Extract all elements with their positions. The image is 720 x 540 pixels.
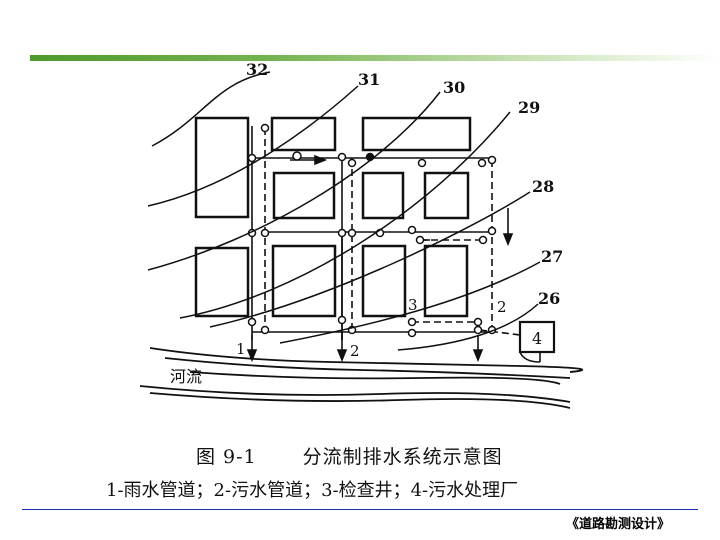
pipe-label-3: 3 bbox=[408, 296, 418, 314]
figure-caption: 图 9-1 分流制排水系统示意图 bbox=[196, 442, 503, 469]
well-marker bbox=[337, 315, 347, 325]
callout-29: 29 bbox=[518, 98, 540, 117]
block-r3c1 bbox=[194, 246, 250, 318]
pipe-label-2-right: 2 bbox=[497, 298, 507, 316]
block-r2c3 bbox=[361, 171, 405, 220]
well-marker bbox=[415, 235, 425, 245]
block-r2c2 bbox=[272, 171, 336, 220]
block-r3c4 bbox=[423, 244, 469, 318]
block-r3c3 bbox=[361, 244, 407, 318]
well-marker bbox=[487, 155, 497, 165]
callout-26: 26 bbox=[538, 289, 560, 308]
callout-27: 27 bbox=[541, 247, 563, 266]
block-r1c2 bbox=[270, 116, 337, 152]
plant-label: 4 bbox=[532, 329, 542, 348]
figure-legend: 1-雨水管道；2-污水管道；3-检查井；4-污水处理厂 bbox=[106, 480, 519, 501]
callout-leaders bbox=[147, 71, 541, 351]
block-r2c4 bbox=[423, 171, 470, 220]
callout-30: 30 bbox=[443, 78, 465, 97]
well-marker bbox=[247, 153, 257, 163]
pipe-number-labels: 1 2 3 2 bbox=[236, 296, 507, 360]
well-marker bbox=[407, 317, 417, 327]
callout-31: 31 bbox=[358, 70, 380, 89]
river-label: 河流 bbox=[170, 367, 202, 386]
well-marker bbox=[292, 151, 302, 161]
callout-numbers: 32 31 30 29 28 27 26 bbox=[246, 60, 563, 308]
pipe-label-2-left: 2 bbox=[350, 342, 360, 360]
well-marker bbox=[477, 158, 487, 168]
callout-32: 32 bbox=[246, 60, 268, 79]
treatment-plant-box bbox=[518, 320, 556, 354]
well-marker bbox=[407, 328, 417, 338]
callout-28: 28 bbox=[532, 177, 554, 196]
figure-title: 分流制排水系统示意图 bbox=[302, 446, 503, 468]
well-marker bbox=[260, 228, 270, 238]
well-marker bbox=[337, 228, 347, 238]
block-r1c1 bbox=[194, 116, 250, 219]
well-marker bbox=[473, 317, 483, 327]
flow-arrows bbox=[246, 154, 514, 363]
well-marker bbox=[473, 325, 483, 335]
block-r3c2 bbox=[271, 244, 337, 318]
figure-number: 图 9-1 bbox=[196, 446, 257, 468]
block-r1c3 bbox=[361, 116, 472, 152]
footer-book-title: 《道路勘测设计》 bbox=[565, 517, 670, 532]
well-marker bbox=[260, 123, 270, 133]
well-marker bbox=[347, 158, 357, 168]
building-blocks bbox=[194, 116, 472, 318]
river-banks bbox=[139, 347, 584, 409]
well-marker bbox=[407, 225, 417, 235]
well-marker bbox=[260, 325, 270, 335]
pipe-label-1: 1 bbox=[236, 340, 246, 358]
footer-rule bbox=[22, 509, 698, 510]
well-marker bbox=[487, 226, 497, 236]
well-marker bbox=[478, 235, 488, 245]
well-marker bbox=[247, 317, 257, 327]
well-marker bbox=[347, 228, 357, 238]
well-marker bbox=[417, 158, 427, 168]
inspection-wells bbox=[247, 123, 497, 338]
well-marker bbox=[337, 152, 347, 162]
title-accent-bar bbox=[30, 55, 720, 61]
